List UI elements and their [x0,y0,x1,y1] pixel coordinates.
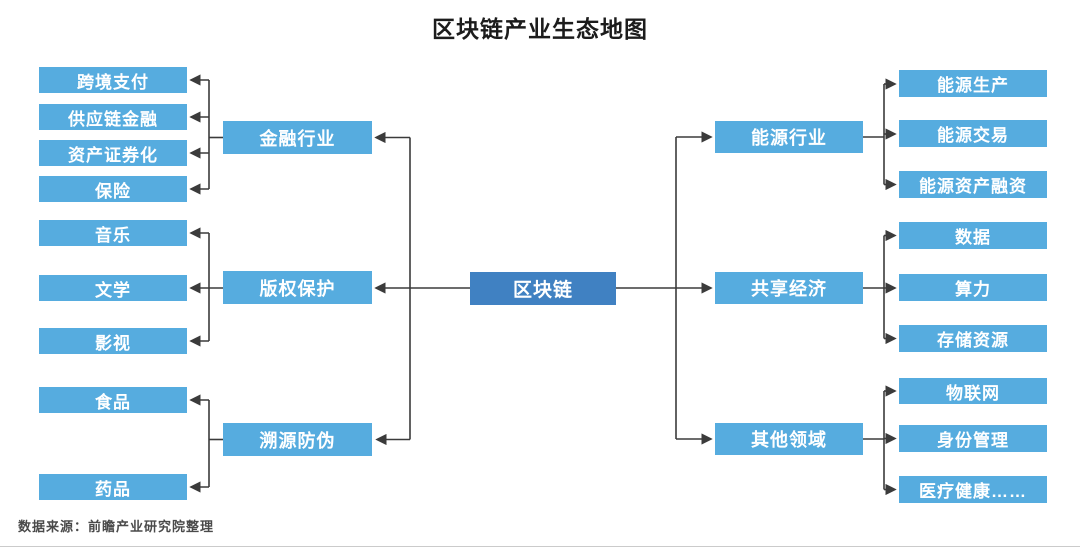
node-literature: 文学 [39,275,187,301]
node-music: 音乐 [39,220,187,246]
node-supply-chain-finance: 供应链金融 [39,104,187,130]
node-energy-industry: 能源行业 [715,121,863,153]
node-energy-trading: 能源交易 [899,120,1047,147]
node-finance-industry: 金融行业 [223,121,372,154]
node-energy-production: 能源生产 [899,70,1047,97]
node-storage-resources: 存储资源 [899,325,1047,352]
node-other-fields: 其他领域 [715,423,863,455]
node-traceability-anticounterfeit: 溯源防伪 [223,423,372,456]
connectors-energy-group [863,78,897,191]
node-copyright-protection: 版权保护 [223,271,372,304]
bottom-divider [0,546,1080,547]
connectors-other-group [863,385,897,496]
connectors-copyright-group [189,227,223,347]
data-source-note: 数据来源：前瞻产业研究院整理 [18,519,215,534]
node-computing-power: 算力 [899,274,1047,301]
node-asset-securitization: 资产证券化 [39,140,187,166]
node-healthcare-etc: 医疗健康…… [899,476,1047,503]
connectors-finance-group [189,74,223,195]
node-medicine: 药品 [39,474,187,500]
node-blockchain-center: 区块链 [470,272,616,305]
page-title: 区块链产业生态地图 [432,16,648,42]
connectors-right-trunk [616,131,713,445]
connectors-sharing-group [863,229,897,345]
node-data: 数据 [899,222,1047,249]
node-identity-management: 身份管理 [899,425,1047,452]
connectors-left-trunk [374,131,470,446]
node-food: 食品 [39,387,187,413]
node-cross-border-payment: 跨境支付 [39,67,187,93]
node-sharing-economy: 共享经济 [715,272,863,304]
node-energy-asset-financing: 能源资产融资 [899,171,1047,198]
node-iot: 物联网 [899,378,1047,404]
node-film-tv: 影视 [39,328,187,354]
node-insurance: 保险 [39,176,187,202]
connectors-traceability-group [189,394,223,493]
